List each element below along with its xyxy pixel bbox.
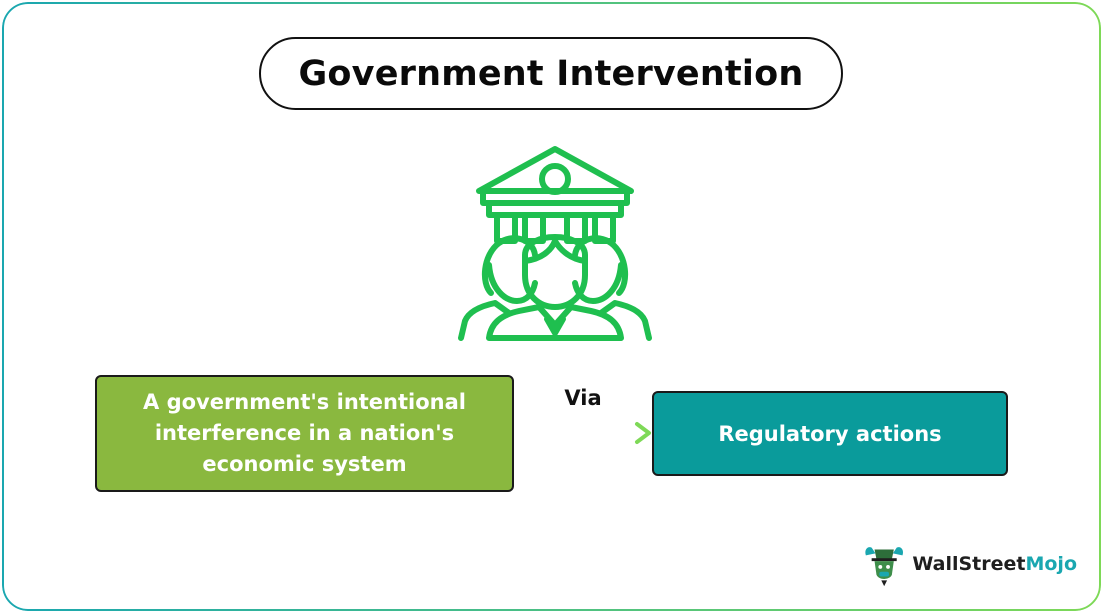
logo-text-wallstreet: WallStreet [912, 553, 1026, 575]
diagram-title: Government Intervention [298, 53, 804, 94]
bull-mascot-icon [865, 547, 904, 587]
regulatory-actions-text: Regulatory actions [718, 421, 942, 446]
definition-box: A government's intentional interference … [95, 375, 514, 492]
government-people-icon [455, 143, 655, 343]
logo-text-mojo: Mojo [1025, 553, 1077, 575]
definition-text: A government's intentional interference … [143, 390, 466, 476]
title-pill: Government Intervention [259, 37, 843, 110]
regulatory-actions-box: Regulatory actions [652, 391, 1008, 476]
wallstreetmojo-logo: WallStreetMojo [862, 540, 1077, 588]
connector-arrow [513, 422, 651, 444]
connector-label: Via [564, 386, 602, 410]
